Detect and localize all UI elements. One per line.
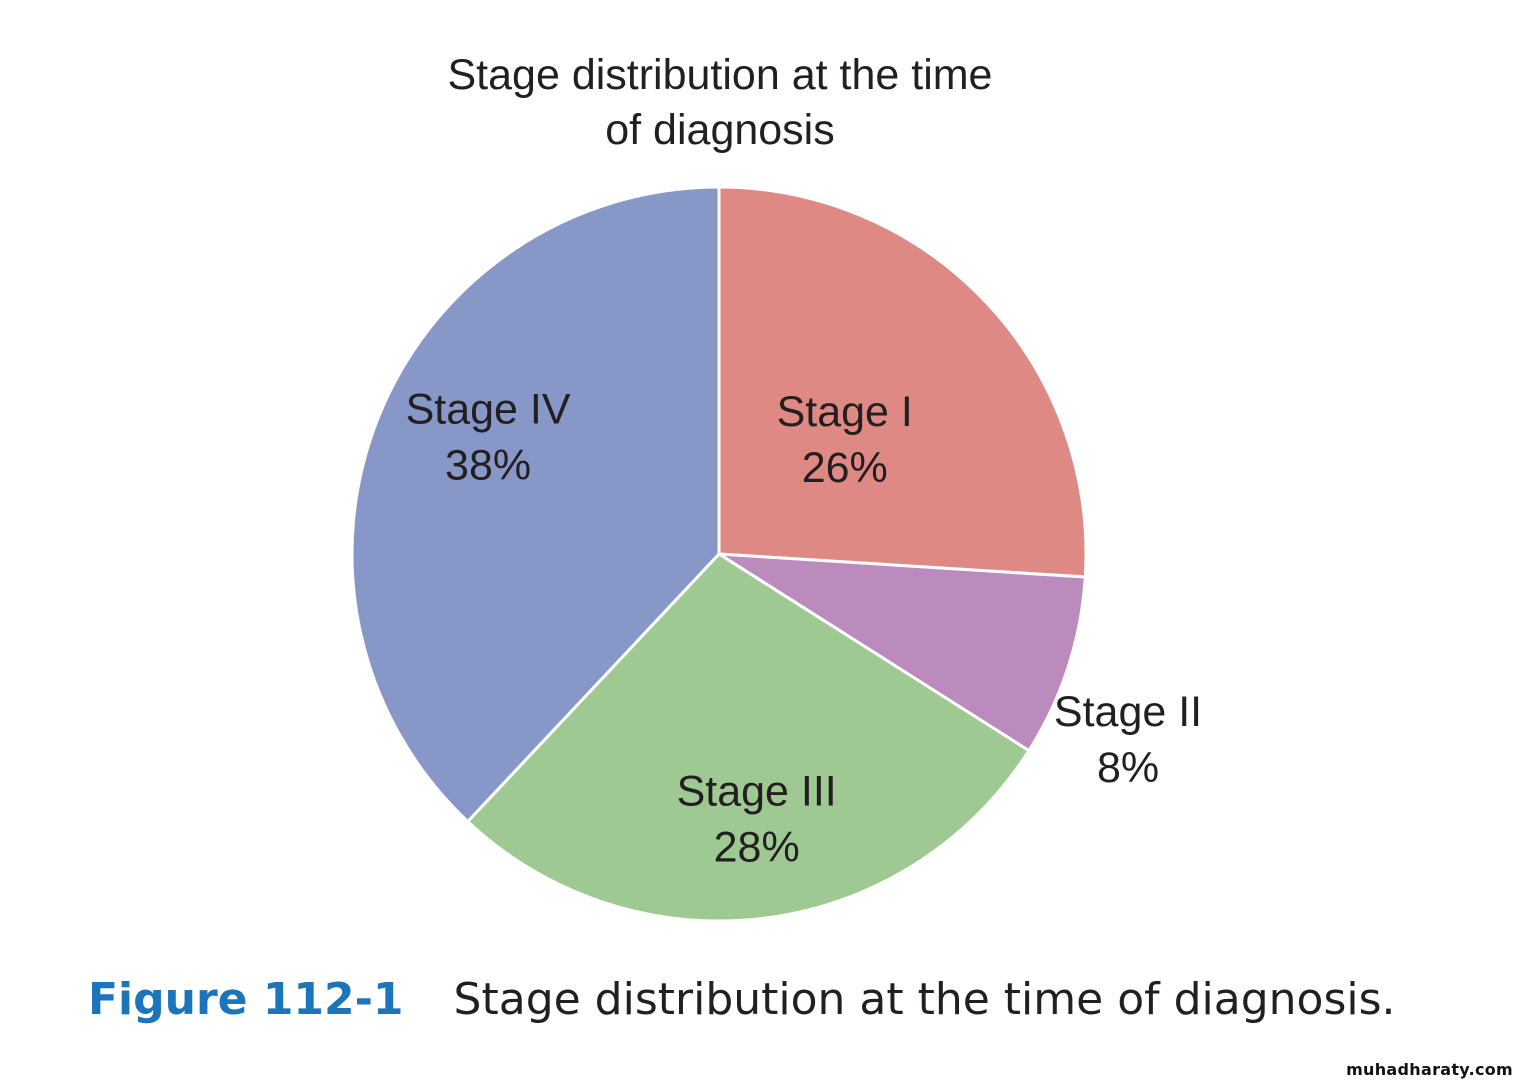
figure-caption-text: Stage distribution at the time of diagno… xyxy=(453,974,1396,1025)
slice-value-stage-iv: 38% xyxy=(445,441,531,489)
slice-label-stage-iv: Stage IV xyxy=(406,385,571,433)
slice-value-stage-iii: 28% xyxy=(714,824,800,872)
slice-value-stage-ii: 8% xyxy=(1097,744,1159,792)
figure-caption: Figure 112-1 Stage distribution at the ti… xyxy=(88,970,1396,1030)
slice-label-stage-ii: Stage II xyxy=(1054,688,1202,736)
slice-value-stage-i: 26% xyxy=(802,444,888,492)
figure-number: Figure 112-1 xyxy=(88,974,404,1025)
watermark: muhadharaty.com xyxy=(1346,1060,1513,1079)
slice-label-stage-iii: Stage III xyxy=(677,768,837,816)
slice-label-stage-i: Stage I xyxy=(777,388,913,436)
pie-slice-stage-ii xyxy=(717,552,1087,753)
pie-slice-stage-iii xyxy=(466,552,1031,923)
pie-slice-stage-i xyxy=(717,185,1088,579)
pie-slice-stage-iv xyxy=(350,185,721,824)
